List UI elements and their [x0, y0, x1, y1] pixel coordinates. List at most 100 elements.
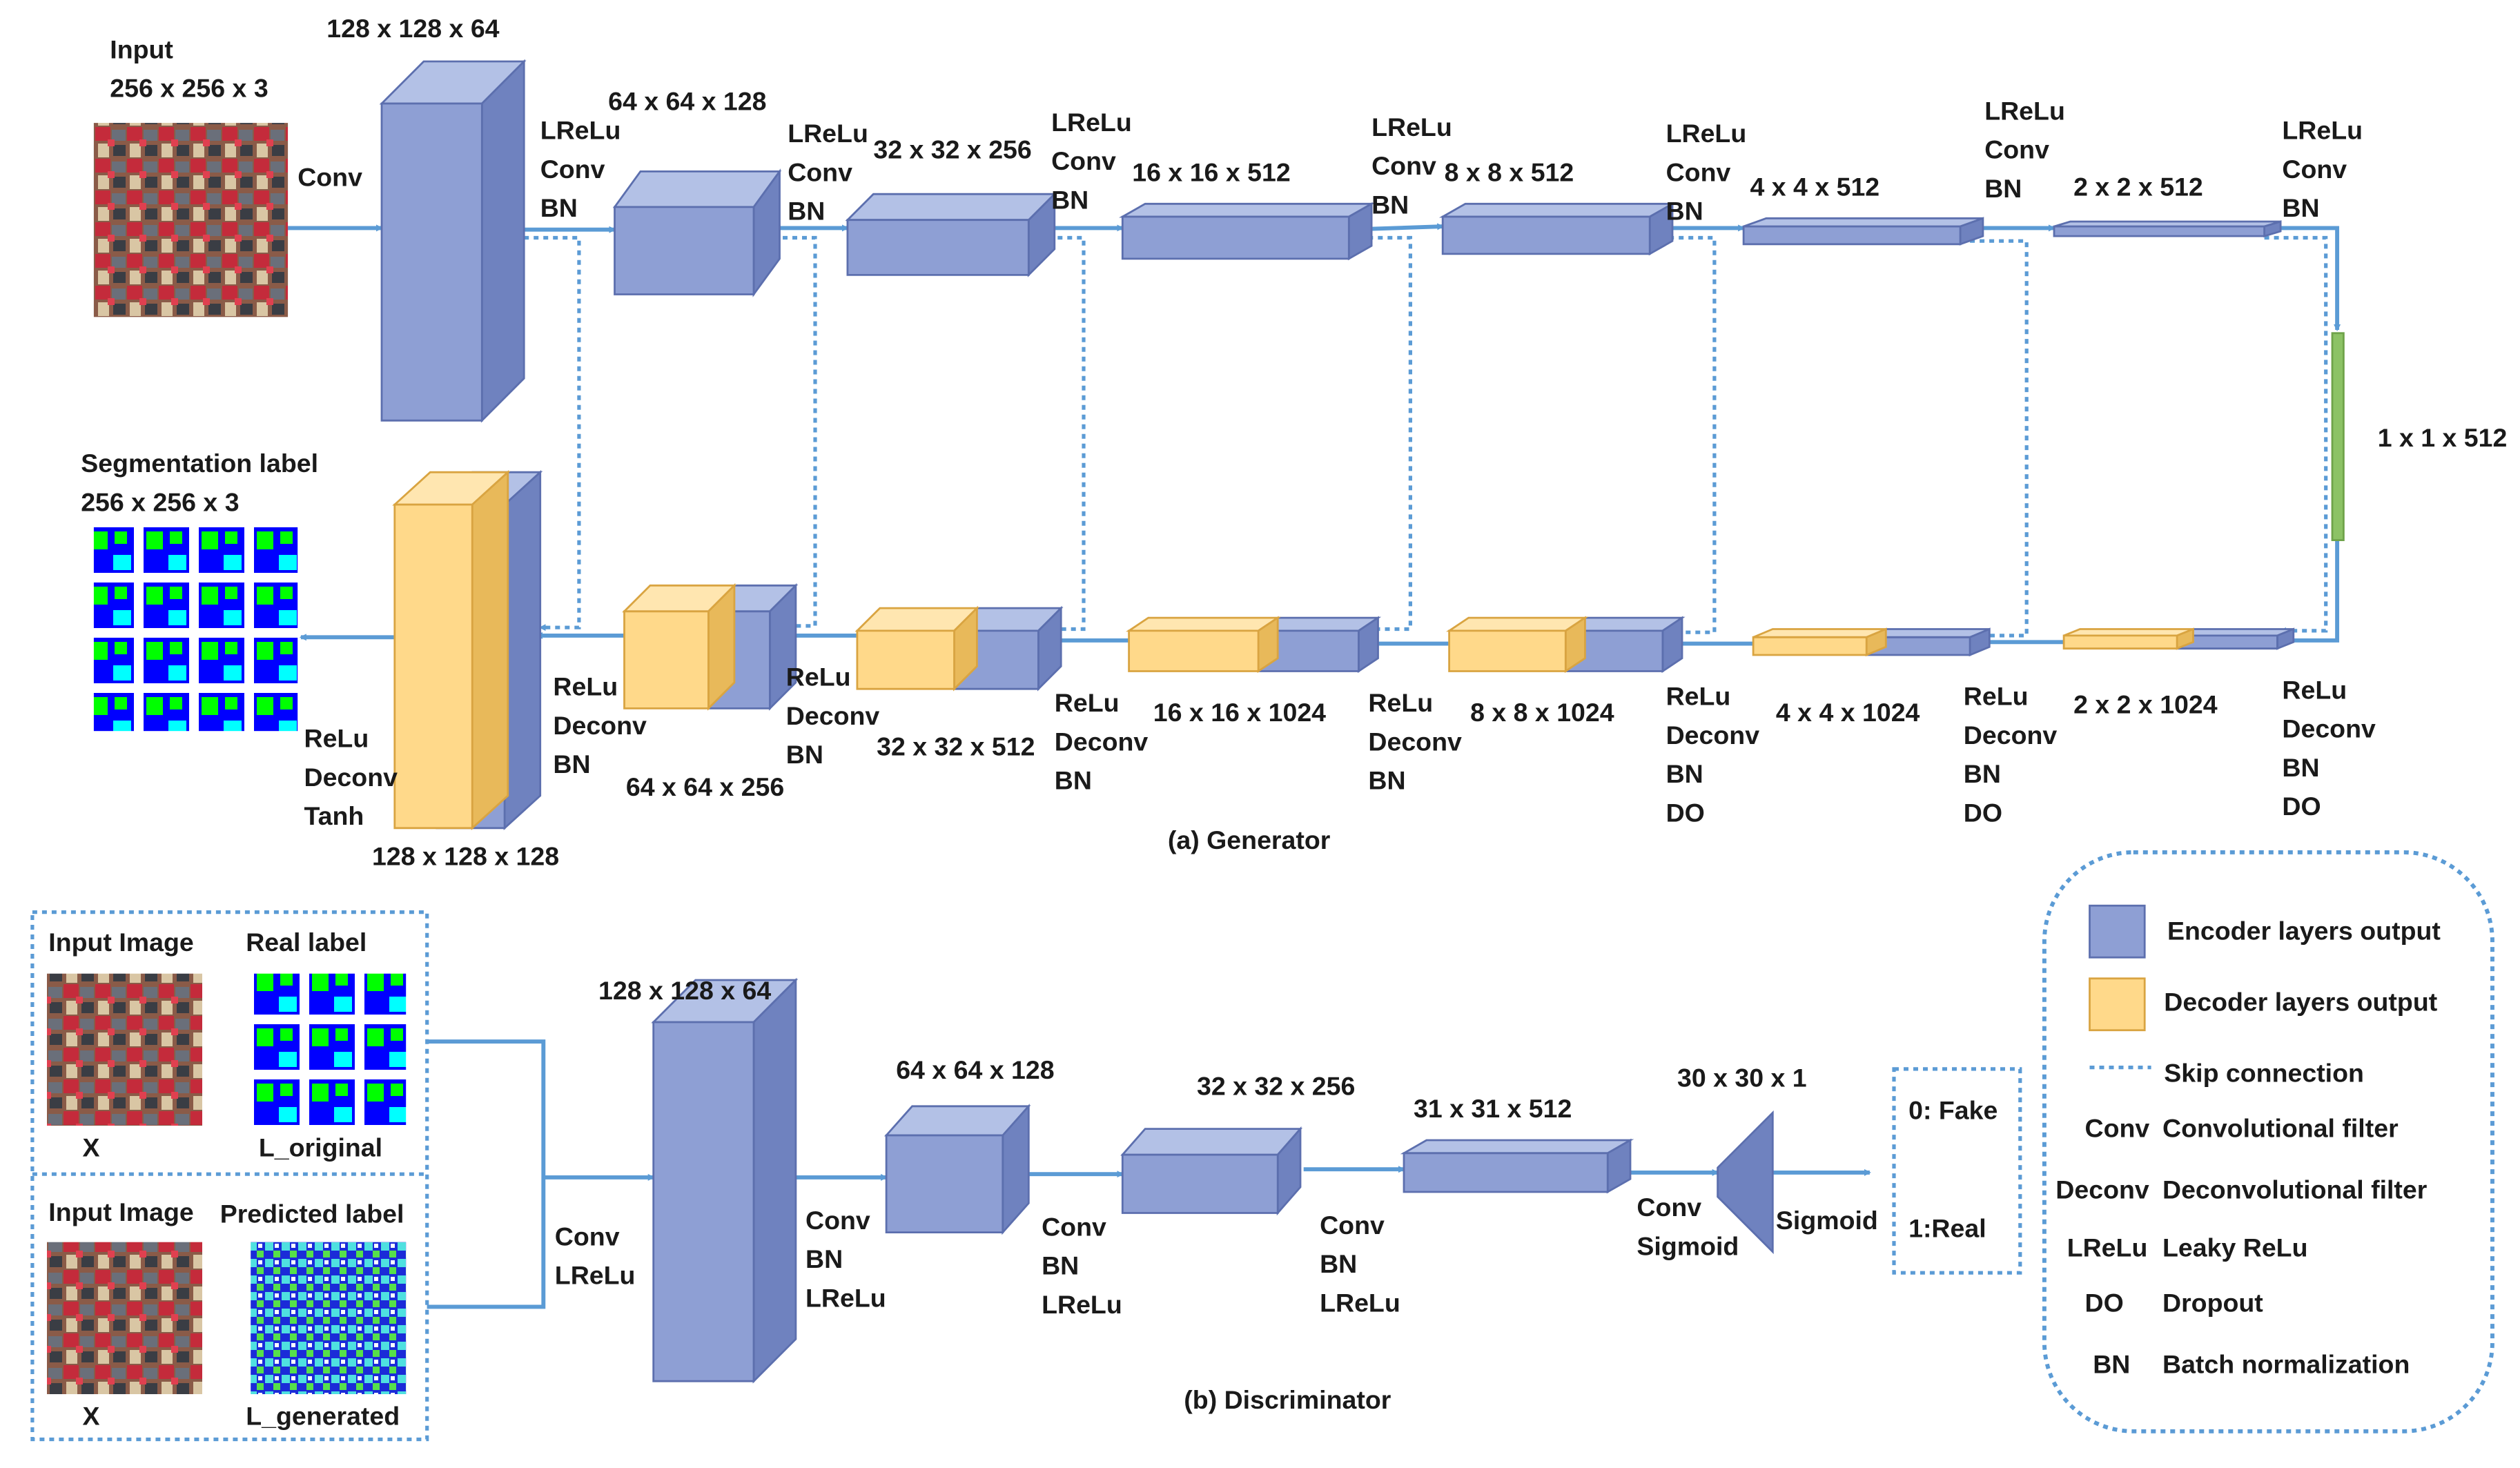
encoder-block-5 — [1438, 202, 1677, 256]
disc-ops-5-1: Sigmoid — [1637, 1231, 1739, 1260]
encoder-ops-5-1: Conv — [1371, 151, 1436, 180]
arrow-dec-1 — [2276, 540, 2340, 644]
skip-connection-5 — [1650, 235, 1717, 636]
encoder-size-6: 4 x 4 x 512 — [1750, 173, 1880, 202]
encoder-ops-2-1: Conv — [540, 155, 605, 184]
decoder-block-128-encoder-half-side — [503, 470, 542, 830]
decoder-ops-8-2: Tanh — [304, 801, 364, 830]
encoder-block-4 — [1119, 202, 1376, 261]
encoder-block-5-front — [1441, 215, 1651, 255]
decoder-ops-1-1: Deconv — [2282, 714, 2376, 743]
decoder-block-4-decoder-half-front — [1752, 636, 1868, 656]
decoder-block-2-encoder-half-top — [2176, 628, 2294, 637]
decoder-ops-3-0: ReLu — [1666, 682, 1731, 711]
encoder-block-4-front — [1121, 215, 1350, 260]
legend-abbrev-desc-3: Leaky ReLu — [2162, 1233, 2308, 1262]
bottleneck-size: 1 x 1 x 512 — [2378, 423, 2508, 452]
encoder-size-7: 2 x 2 x 512 — [2073, 173, 2203, 202]
decoder-ops-6-1: Deconv — [786, 701, 880, 730]
disc-block-3-front — [1121, 1153, 1279, 1214]
decoder-ops-5-1: Deconv — [1055, 727, 1149, 756]
encoder-ops-7-2: BN — [1984, 174, 2022, 203]
encoder-block-7 — [2053, 220, 2282, 237]
encoder-size-1: 128 x 128 x 64 — [326, 14, 499, 43]
decoder-ops-5-2: BN — [1055, 766, 1092, 795]
disc-block-3 — [1120, 1126, 1303, 1216]
legend-abbrev-key-1: Conv — [2085, 1113, 2150, 1142]
encoder-block-5-top — [1438, 202, 1677, 218]
skip-connection-3 — [1028, 235, 1086, 633]
decoder-block-16-decoder-half-top — [1125, 616, 1281, 632]
disc-size-5: 30 x 30 x 1 — [1677, 1064, 1807, 1093]
pairs-merge-bracket — [427, 1039, 546, 1309]
decoder-block-128-decoder-half-side — [471, 470, 509, 830]
decoder-ops-4-0: ReLu — [1368, 688, 1433, 717]
fake-pair-image-title: Input Image — [48, 1197, 193, 1226]
legend-encoder-swatch — [2089, 904, 2146, 959]
encoder-ops-4-1: Conv — [1051, 146, 1116, 175]
fake-pair-label-title: Predicted label — [220, 1200, 404, 1229]
encoder-ops-4-2: BN — [1051, 185, 1088, 214]
real-pair-l-caption: L_original — [259, 1133, 382, 1162]
decoder-ops-8-1: Deconv — [304, 763, 398, 792]
legend-encoder-text: Encoder layers output — [2167, 917, 2441, 946]
encoder-ops-2-0: LReLu — [540, 116, 621, 145]
legend-decoder-text: Decoder layers output — [2164, 988, 2437, 1017]
decoder-size-3: 8 x 8 x 1024 — [1470, 698, 1614, 727]
disc-ops-1-0: Conv — [555, 1222, 620, 1251]
bottleneck-block — [2331, 332, 2345, 542]
decoder-block-2-encoder-half — [2176, 627, 2295, 650]
encoder-ops-7-1: Conv — [1984, 135, 2049, 164]
generator-caption: (a) Generator — [1168, 825, 1331, 854]
disc-ops-2-2: LReLu — [805, 1283, 886, 1312]
encoder-size-3: 32 x 32 x 256 — [873, 135, 1031, 164]
fake-pair-x-caption: X — [83, 1401, 100, 1430]
decoder-ops-6-0: ReLu — [786, 663, 851, 692]
legend-abbrev-desc-4: Dropout — [2162, 1288, 2263, 1317]
legend-abbrev-key-2: Deconv — [2055, 1175, 2149, 1204]
disc-block-2 — [883, 1104, 1031, 1235]
encoder-block-4-top — [1119, 202, 1376, 218]
disc-ops-4-2: LReLu — [1320, 1288, 1400, 1317]
legend-decoder-swatch — [2089, 977, 2146, 1032]
encoder-block-6-front — [1742, 225, 1962, 246]
encoder-block-2-front — [614, 206, 755, 295]
encoder-block-6 — [1742, 217, 1984, 246]
skip-connection-6 — [1960, 239, 2029, 639]
blocks-layer — [30, 59, 2494, 1442]
legend-abbrev-desc-2: Deconvolutional filter — [2162, 1175, 2428, 1204]
decoder-ops-2-3: DO — [1964, 798, 2002, 827]
disc-block-4-front — [1403, 1152, 1609, 1193]
decoder-ops-3-2: BN — [1666, 759, 1703, 788]
decoder-size-2: 4 x 4 x 1024 — [1776, 698, 1920, 727]
encoder-block-3-top — [845, 193, 1057, 222]
encoder-block-7-front — [2053, 225, 2266, 237]
encoder-ops-3-0: LReLu — [788, 119, 868, 148]
decoder-block-64-decoder-half-front — [623, 610, 710, 709]
disc-ops-3-1: BN — [1042, 1251, 1079, 1280]
encoder-ops-6-0: LReLu — [1666, 119, 1747, 148]
decoder-block-32-decoder-half — [854, 605, 979, 692]
decoder-size-4: 16 x 16 x 1024 — [1153, 698, 1326, 727]
decoder-size-6: 64 x 64 x 256 — [626, 772, 784, 801]
decoder-size-7: 128 x 128 x 128 — [372, 842, 559, 871]
fake-pair-l-caption: L_generated — [246, 1401, 400, 1430]
disc-block-4-top — [1400, 1139, 1634, 1155]
disc-final-op: Sigmoid — [1776, 1206, 1878, 1235]
encoder-ops-2-2: BN — [540, 193, 578, 222]
decoder-ops-3-3: DO — [1666, 798, 1705, 827]
disc-block-1 — [651, 977, 799, 1384]
disc-ops-5-0: Conv — [1637, 1193, 1701, 1222]
real-pair-image-title: Input Image — [48, 928, 193, 957]
decoder-block-2-decoder-half-top — [2063, 628, 2194, 637]
decoder-ops-3-1: Deconv — [1666, 721, 1760, 750]
disc-block-2-front — [885, 1134, 1004, 1233]
encoder-ops-7-0: LReLu — [1984, 96, 2065, 125]
decoder-ops-1-2: BN — [2282, 753, 2319, 782]
decoder-block-16-decoder-half — [1125, 616, 1281, 674]
skip-connection-2 — [754, 235, 817, 629]
legend-skip-text: Skip connection — [2164, 1059, 2364, 1088]
decoder-ops-2-2: BN — [1964, 759, 2001, 788]
